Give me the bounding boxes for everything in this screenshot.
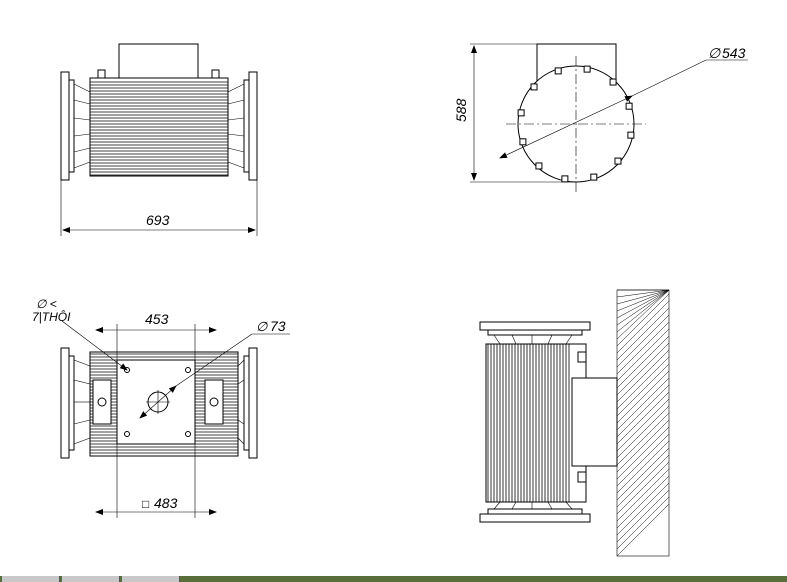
drawing-line (616, 412, 670, 466)
dim-square-symbol: □ (142, 497, 149, 511)
drawing-line (616, 461, 670, 515)
drawing-line (616, 384, 670, 438)
clip (609, 78, 617, 86)
drawing-line (616, 475, 670, 529)
drawing-line (616, 440, 670, 494)
status-tab[interactable] (62, 576, 120, 582)
drawing-line (616, 289, 670, 312)
drawing-line (616, 363, 670, 417)
clip (517, 109, 525, 117)
drawing-line (616, 419, 670, 473)
dim-height-label: 588 (453, 98, 469, 122)
wall-view-fins (487, 344, 570, 502)
clip (590, 173, 598, 181)
rear-note-line2: 7|THÔI (32, 309, 71, 324)
drawing-line (616, 349, 670, 403)
drawing-line (616, 300, 670, 354)
front-view-fins (90, 81, 228, 176)
drawing-line (616, 289, 670, 298)
drawing-line (616, 433, 670, 487)
drawing-line (616, 391, 670, 445)
clip (627, 131, 635, 139)
front-view: 693 (60, 43, 258, 236)
dim-hole-label: 73 (270, 318, 286, 334)
rear-view-spokes (73, 359, 245, 445)
drawing-line (616, 289, 670, 319)
drawing-line (616, 307, 670, 361)
drawing-line (616, 405, 670, 459)
drawing-line (616, 289, 670, 305)
clip (554, 67, 562, 75)
drawing-line (616, 489, 670, 543)
drawing-line (616, 370, 670, 424)
front-view-spokes (73, 83, 245, 169)
drawing-line (616, 356, 670, 410)
drawing-line (616, 335, 670, 389)
drawing-line (616, 289, 670, 333)
drawing-line (616, 447, 670, 501)
dim-diameter-label: 543 (722, 45, 746, 61)
drawing-line (616, 342, 670, 396)
clip (625, 102, 633, 110)
clip (583, 65, 591, 73)
drawing-line (616, 482, 670, 536)
rear-view: 453 □ 483 ∅ 73 ∅ < 7|THÔI (32, 297, 290, 518)
wall-view-spokes (493, 334, 573, 510)
wall-hatch (616, 289, 670, 557)
dim-width-label: 693 (146, 212, 170, 228)
clip (614, 157, 622, 165)
dim-spacing-label: 453 (145, 311, 169, 327)
drawing-line (616, 314, 670, 368)
dim-diameter-symbol: ∅ (708, 45, 721, 61)
wall-view (479, 289, 670, 557)
clip (519, 138, 527, 146)
clip (561, 175, 569, 183)
drawing-line (616, 293, 670, 347)
drawing-line (616, 289, 670, 326)
drawing-line (616, 289, 670, 340)
drawing-line (616, 426, 670, 480)
drawing-line (616, 377, 670, 431)
status-tab[interactable] (2, 576, 60, 582)
drawing-line (616, 454, 670, 508)
dim-square-label: 483 (154, 495, 178, 511)
drawing-line (616, 328, 670, 382)
rear-note-line1: ∅ < (36, 297, 57, 311)
side-view: 588 ∅ 543 (453, 43, 748, 194)
drawing-line (616, 321, 670, 375)
clip (530, 83, 538, 91)
drawing-line (616, 468, 670, 522)
status-bar (0, 576, 787, 582)
drawing-line (616, 552, 621, 557)
drawing-line (616, 496, 670, 550)
drawing-line (616, 398, 670, 452)
dim-hole-symbol: ∅ (256, 319, 268, 334)
status-tab[interactable] (122, 576, 180, 582)
clip (535, 162, 543, 170)
